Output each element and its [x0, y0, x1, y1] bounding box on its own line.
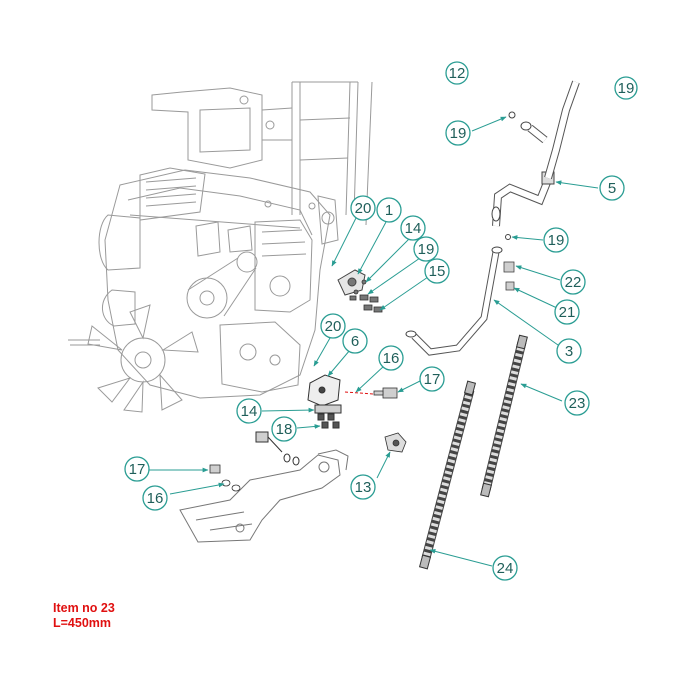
- svg-text:12: 12: [449, 65, 466, 82]
- note-item-number: Item no 23: [53, 601, 115, 615]
- svg-text:19: 19: [618, 80, 635, 97]
- o-ring-19-upper: [508, 111, 516, 119]
- hose-part-23: [480, 334, 528, 498]
- pipe-upper-right: [520, 80, 580, 180]
- callout-leaders: [149, 116, 599, 567]
- valve-block-part-6: [307, 374, 342, 429]
- hose-part-24: [418, 380, 477, 570]
- callout-1: 1: [376, 197, 402, 223]
- svg-text:14: 14: [405, 220, 422, 237]
- o-ring-19-mid: [505, 234, 511, 240]
- callout-17-mid: 17: [419, 366, 445, 392]
- svg-text:21: 21: [559, 304, 576, 321]
- svg-text:17: 17: [129, 461, 146, 478]
- callout-24: 24: [492, 555, 518, 581]
- clamp-parts-21-22: [503, 261, 515, 291]
- lower-support-arm: [179, 449, 349, 543]
- svg-text:19: 19: [418, 241, 435, 258]
- callout-5: 5: [599, 175, 625, 201]
- callout-18: 18: [271, 416, 297, 442]
- svg-text:20: 20: [325, 318, 342, 335]
- svg-text:19: 19: [548, 232, 565, 249]
- svg-text:13: 13: [355, 479, 372, 496]
- svg-text:17: 17: [424, 371, 441, 388]
- svg-text:18: 18: [276, 421, 293, 438]
- callout-19-top-right: 19: [614, 76, 638, 100]
- callout-16-left: 16: [142, 485, 168, 511]
- svg-text:16: 16: [147, 490, 164, 507]
- svg-text:20: 20: [355, 200, 372, 217]
- callout-19-mid: 19: [543, 227, 569, 253]
- callout-19-upper: 19: [445, 120, 471, 146]
- svg-text:23: 23: [569, 395, 586, 412]
- callout-15: 15: [424, 258, 450, 284]
- elbow-fitting-part-13: [384, 432, 407, 453]
- callout-12-partial: 12: [445, 61, 469, 85]
- bolt-part-17-mid: [373, 387, 398, 399]
- svg-text:14: 14: [241, 403, 258, 420]
- callout-3: 3: [556, 338, 582, 364]
- svg-text:22: 22: [565, 274, 582, 291]
- svg-text:24: 24: [497, 560, 514, 577]
- svg-text:1: 1: [385, 202, 393, 219]
- svg-text:5: 5: [608, 180, 616, 197]
- callout-14-top: 14: [400, 215, 426, 241]
- callout-16-mid: 16: [378, 345, 404, 371]
- svg-text:15: 15: [429, 263, 446, 280]
- fitting-part-17-left: [209, 464, 241, 492]
- callouts: 19 12 19 5 19 20 1 14 19 15 22: [124, 61, 638, 581]
- callout-19-lower: 19: [413, 236, 439, 262]
- pipe-part-5: [491, 171, 555, 227]
- valve-bracket-part-1: [337, 269, 366, 296]
- callout-13: 13: [350, 474, 376, 500]
- pipe-part-3: [405, 246, 503, 356]
- engine-assembly-drawing: [68, 81, 373, 413]
- item-length-note: Item no 23 L=450mm: [53, 601, 115, 631]
- callout-21: 21: [554, 299, 580, 325]
- callout-22: 22: [560, 269, 586, 295]
- callout-20-mid: 20: [320, 313, 346, 339]
- callout-14-low: 14: [236, 398, 262, 424]
- svg-text:3: 3: [565, 343, 573, 360]
- callout-17-left: 17: [124, 456, 150, 482]
- svg-text:19: 19: [450, 125, 467, 142]
- note-length: L=450mm: [53, 616, 112, 630]
- svg-text:6: 6: [351, 333, 359, 350]
- svg-text:16: 16: [383, 350, 400, 367]
- callout-6: 6: [342, 328, 368, 354]
- fittings-group-14-15-19: [349, 279, 383, 313]
- callout-23: 23: [564, 390, 590, 416]
- seal-rings-18: [255, 431, 300, 466]
- callout-20-top: 20: [350, 195, 376, 221]
